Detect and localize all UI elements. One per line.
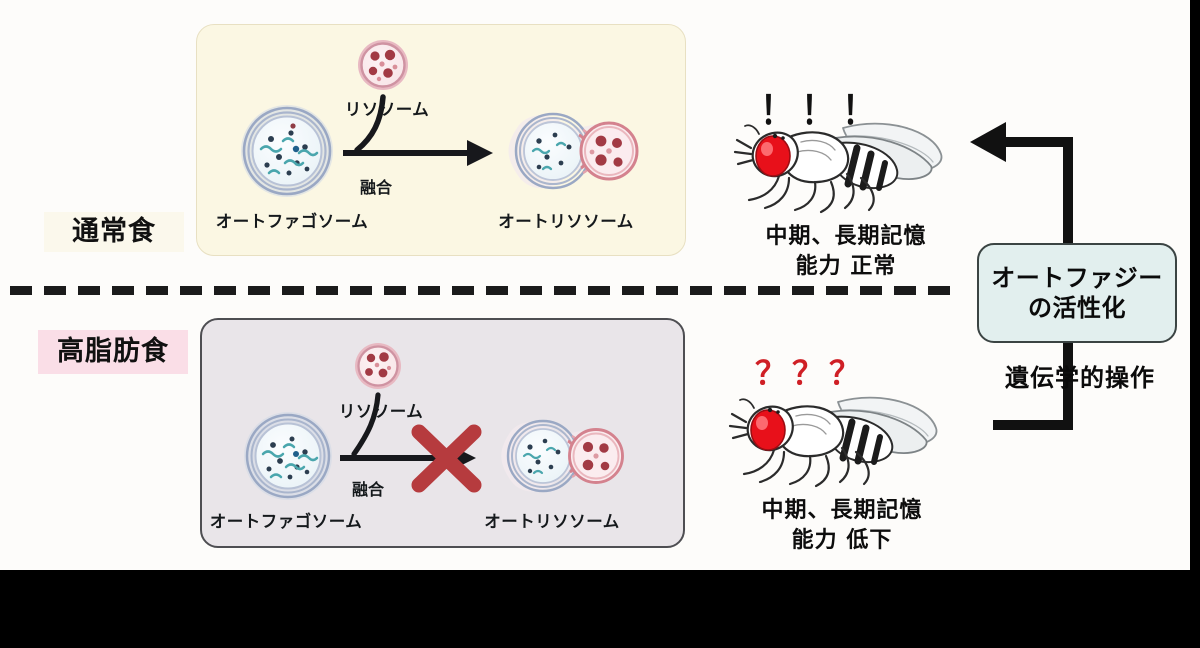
fly-high-fat-caption-line1: 中期、長期記憶 [761, 498, 923, 523]
autolysosome-label-high-fat: オートリソソーム [484, 512, 620, 531]
activation-box-line1: オートファジー [991, 264, 1163, 292]
lysosome-normal [358, 40, 408, 90]
feedback-arrow [970, 122, 1073, 430]
autophagosome-high-fat [244, 412, 332, 500]
lysosome-label-high-fat: リソソーム [338, 402, 424, 421]
blocked-x-icon [411, 424, 482, 493]
panel-high-fat-graphics [244, 343, 624, 500]
lysosome-curved-arrow-high-fat [351, 392, 381, 457]
fly-normal-icon [733, 122, 943, 214]
lysosome-high-fat [355, 343, 401, 389]
fusion-arrow-normal [343, 140, 493, 166]
panel-high-fat-diet [200, 318, 685, 548]
lysosome-label-normal: リソソーム [344, 100, 430, 119]
diet-label-normal: 通常食 [44, 212, 184, 252]
autolysosome-high-fat [501, 419, 624, 493]
autophagosome-normal [241, 105, 333, 197]
diet-label-high-fat: 高脂肪食 [38, 330, 188, 374]
genetic-manipulation-label: 遺伝学的操作 [1005, 364, 1155, 392]
section-divider [10, 286, 955, 295]
fly-high-fat-caption-line2: 能力 低下 [791, 528, 893, 553]
fly-high-fat-icon [728, 396, 938, 488]
fly-normal-caption-line2: 能力 正常 [795, 254, 897, 279]
letterbox-bottom [0, 570, 1200, 648]
fusion-label-normal: 融合 [359, 178, 392, 197]
lysosome-curved-arrow-normal [354, 94, 386, 153]
question-marks-icon: ？？？ [755, 354, 867, 392]
autophagosome-label-normal: オートファゴソーム [215, 212, 369, 231]
panel-normal-diet [196, 24, 686, 256]
fly-high-fat-caption: 中期、長期記憶 能力 低下 [722, 496, 962, 556]
fusion-label-high-fat: 融合 [351, 480, 384, 499]
autophagy-activation-box[interactable]: オートファジー の活性化 [977, 243, 1177, 343]
autolysosome-label-normal: オートリソソーム [498, 212, 634, 231]
letterbox-right [1190, 0, 1200, 570]
panel-normal-graphics [241, 40, 639, 197]
activation-box-line2: の活性化 [1028, 294, 1126, 322]
autophagosome-label-high-fat: オートファゴソーム [209, 512, 363, 531]
fly-normal-caption-line1: 中期、長期記憶 [765, 224, 927, 249]
fly-normal-caption: 中期、長期記憶 能力 正常 [726, 222, 966, 282]
autolysosome-normal [508, 112, 639, 190]
